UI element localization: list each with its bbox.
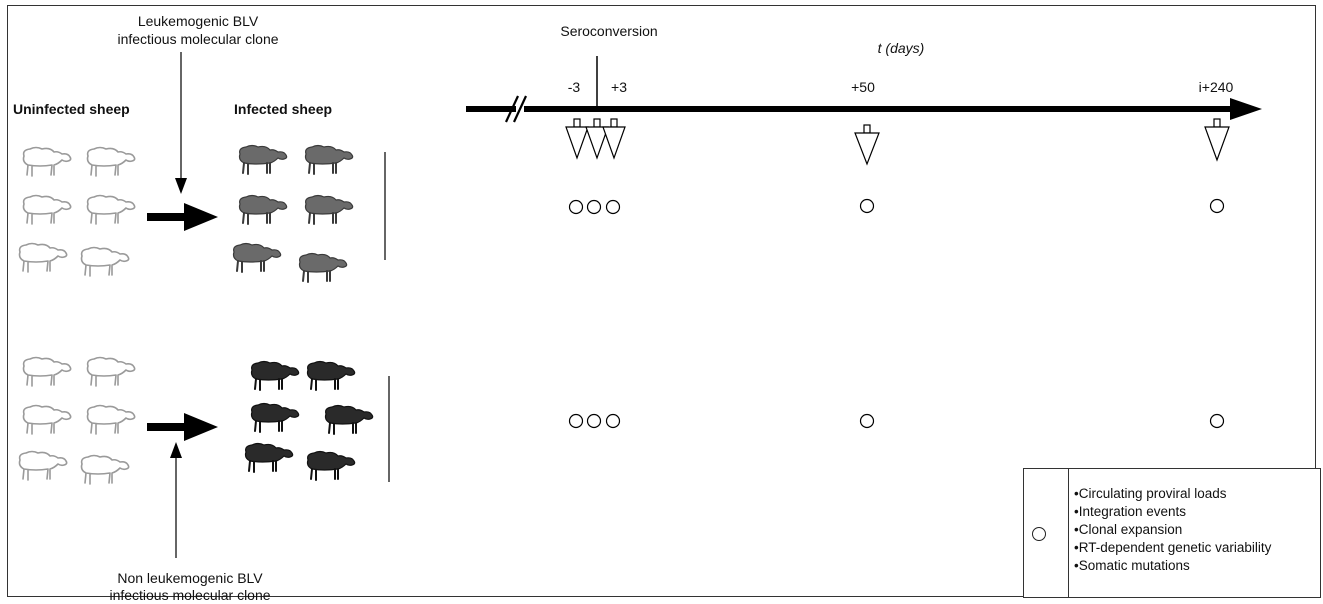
- sheep-icon: [250, 402, 300, 433]
- tick-label: -3: [567, 79, 581, 95]
- measurement-circle: [1209, 413, 1225, 429]
- legend-item: Clonal expansion: [1074, 521, 1271, 539]
- timeline-axis: [466, 95, 1262, 123]
- sheep-icon: [306, 450, 356, 481]
- sheep-icon: [86, 146, 136, 177]
- sheep-icon: [18, 242, 68, 273]
- measurement-circle: [605, 413, 621, 429]
- sheep-icon: [232, 242, 282, 273]
- sampling-marker-plus240: [1204, 118, 1230, 162]
- tick-label: +50: [851, 79, 875, 95]
- sheep-icon: [22, 194, 72, 225]
- legend-item: Integration events: [1074, 503, 1271, 521]
- non-leukemogenic-clone-label-line1: Non leukemogenic BLV: [117, 570, 263, 586]
- non-leukemogenic-inoculation-arrow: [170, 442, 182, 558]
- time-axis-label: t (days): [877, 40, 925, 56]
- measurement-circle: [1209, 198, 1225, 214]
- measurement-circle: [586, 199, 602, 215]
- leukemogenic-clone-label-line1: Leukemogenic BLV: [137, 13, 259, 29]
- legend-box: Circulating proviral loads Integration e…: [1023, 468, 1321, 598]
- leukemogenic-clone-label-line2: infectious molecular clone: [117, 31, 279, 47]
- legend-item: RT-dependent genetic variability: [1074, 539, 1272, 557]
- legend-list: Circulating proviral loads Integration e…: [1074, 485, 1272, 575]
- infected-sheep-group-top: [232, 144, 354, 283]
- sheep-icon: [86, 356, 136, 387]
- sheep-icon: [22, 356, 72, 387]
- legend-item: Somatic mutations: [1074, 557, 1271, 575]
- measurement-circle: [605, 199, 621, 215]
- leukemogenic-inoculation-arrow: [175, 52, 187, 194]
- sheep-icon: [18, 450, 68, 481]
- legend-item: Circulating proviral loads: [1074, 485, 1271, 503]
- sheep-icon: [22, 404, 72, 435]
- measurement-circle: [568, 413, 584, 429]
- transition-arrow-bottom: [147, 413, 218, 441]
- sheep-icon: [22, 146, 72, 177]
- measurement-circle: [859, 413, 875, 429]
- sampling-marker-zero: [585, 118, 609, 160]
- tick-label: +3: [611, 79, 627, 95]
- non-leukemogenic-clone-label-line2: infectious molecular clone: [109, 587, 271, 603]
- measurement-circle: [568, 199, 584, 215]
- tick-label: i+240: [1198, 79, 1234, 95]
- sheep-icon: [80, 454, 130, 485]
- legend-divider: [1068, 469, 1069, 597]
- sheep-icon: [306, 360, 356, 391]
- uninfected-sheep-group-bottom: [18, 356, 136, 485]
- legend-circle-icon: [1032, 527, 1046, 541]
- measurement-circle: [586, 413, 602, 429]
- infected-sheep-group-bottom: [244, 360, 374, 481]
- transition-arrow-top: [147, 203, 218, 231]
- seroconversion-label: Seroconversion: [560, 23, 658, 39]
- uninfected-sheep-label: Uninfected sheep: [13, 101, 130, 117]
- sheep-icon: [86, 404, 136, 435]
- figure-frame: [7, 5, 1316, 597]
- uninfected-sheep-group-top: [18, 146, 136, 277]
- sampling-marker-plus3: [602, 118, 626, 160]
- measurement-circles: [568, 198, 1225, 429]
- sheep-icon: [298, 252, 348, 283]
- sheep-icon: [304, 194, 354, 225]
- sampling-markers: [565, 118, 1230, 166]
- sheep-icon: [244, 442, 294, 473]
- sheep-icon: [86, 194, 136, 225]
- sheep-icon: [238, 144, 288, 175]
- sheep-icon: [304, 144, 354, 175]
- sheep-icon: [238, 194, 288, 225]
- sampling-marker-plus50: [854, 124, 880, 166]
- infected-sheep-label: Infected sheep: [234, 101, 333, 117]
- measurement-circle: [859, 198, 875, 214]
- sampling-marker-minus3: [565, 118, 589, 160]
- sheep-icon: [324, 404, 374, 435]
- sheep-icon: [80, 246, 130, 277]
- sheep-icon: [250, 360, 300, 391]
